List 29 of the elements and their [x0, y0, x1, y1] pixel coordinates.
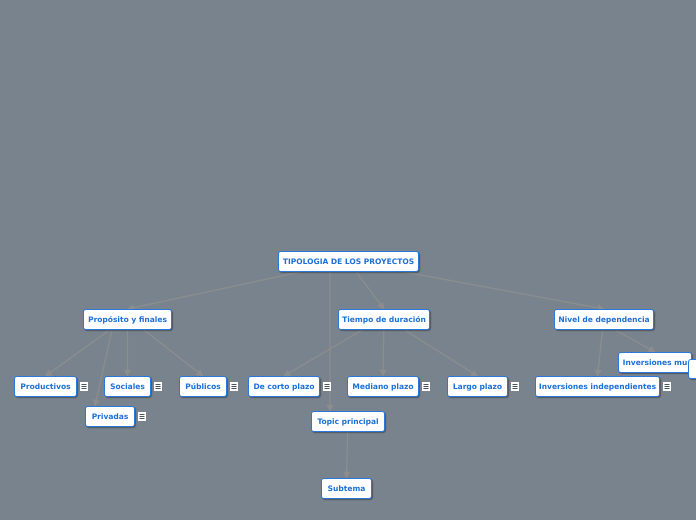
arrow: [92, 330, 113, 407]
topic-box: [311, 411, 385, 432]
topic-box: [554, 309, 654, 330]
arrow: [343, 432, 350, 479]
topic-box: [535, 376, 660, 397]
topic-box: [248, 376, 320, 397]
topic-box: [338, 309, 430, 330]
topic-box: [179, 376, 227, 397]
topic-box: [278, 251, 419, 272]
arrow: [326, 272, 334, 412]
arrow: [44, 330, 110, 376]
arrow: [283, 329, 362, 377]
topic-box: [447, 376, 508, 397]
topic-box: [85, 406, 135, 427]
arrow: [356, 272, 384, 310]
arrow: [144, 330, 204, 376]
topic-box: [14, 376, 77, 397]
topic-box: [321, 478, 372, 499]
arrow: [404, 271, 605, 312]
topic-box: [347, 376, 419, 397]
arrow: [124, 330, 131, 377]
arrow: [380, 330, 387, 377]
arrow: [126, 271, 300, 312]
topic-box: [83, 309, 172, 330]
arrow: [614, 329, 656, 353]
topic-box: [104, 376, 151, 397]
arrow: [404, 330, 478, 376]
topic-box: [618, 352, 692, 373]
arrow: [594, 330, 604, 377]
